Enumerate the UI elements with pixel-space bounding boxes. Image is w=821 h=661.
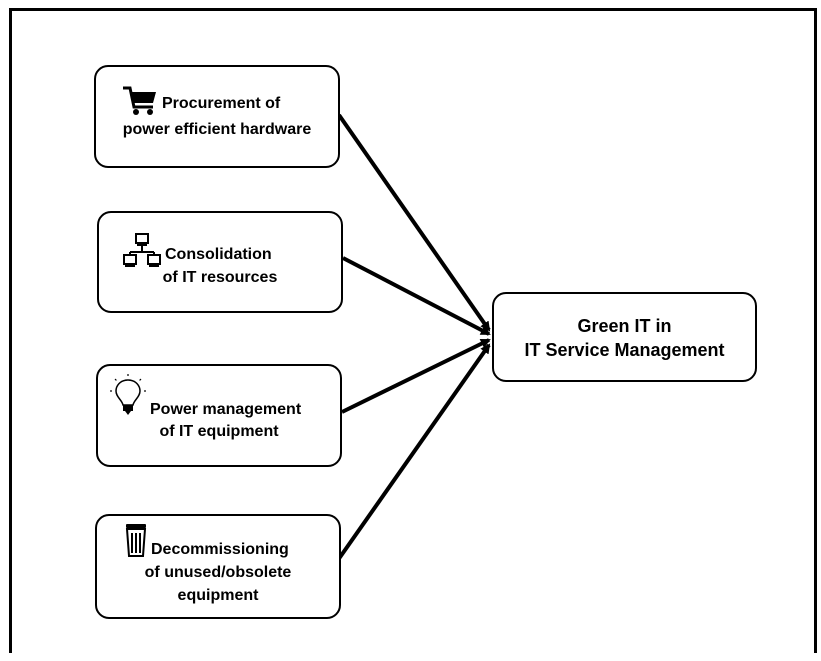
node-label-line: equipment: [177, 587, 259, 604]
node-label-line: Green IT in: [577, 316, 672, 336]
node-green-it: Green IT in IT Service Management: [492, 292, 757, 382]
arrow-consolidation: [342, 256, 491, 336]
node-consolidation: Consolidation of IT resources: [97, 211, 343, 313]
arrow-power-management: [341, 338, 491, 414]
node-label-line: Consolidation: [165, 246, 272, 263]
shopping-cart-icon: [123, 86, 156, 115]
node-label-line: Procurement of: [162, 95, 281, 112]
node-label-line: Power management: [150, 401, 302, 418]
node-label-line: IT Service Management: [524, 340, 725, 360]
node-decommissioning: Decommissioning of unused/obsolete equip…: [95, 514, 341, 619]
node-procurement: Procurement of power efficient hardware: [94, 65, 340, 168]
node-label-line: of unused/obsolete: [144, 564, 292, 581]
node-label-line: power efficient hardware: [122, 121, 312, 138]
arrow-procurement: [337, 113, 491, 332]
arrow-decommissioning: [336, 343, 491, 562]
trash-can-icon: [125, 524, 147, 557]
network-icon: [123, 233, 161, 267]
light-bulb-icon: [110, 374, 146, 415]
node-label-line: of IT resources: [162, 269, 278, 286]
node-label-line: Decommissioning: [151, 541, 289, 558]
node-power-management: Power management of IT equipment: [96, 364, 342, 467]
node-label-line: of IT equipment: [159, 423, 279, 440]
